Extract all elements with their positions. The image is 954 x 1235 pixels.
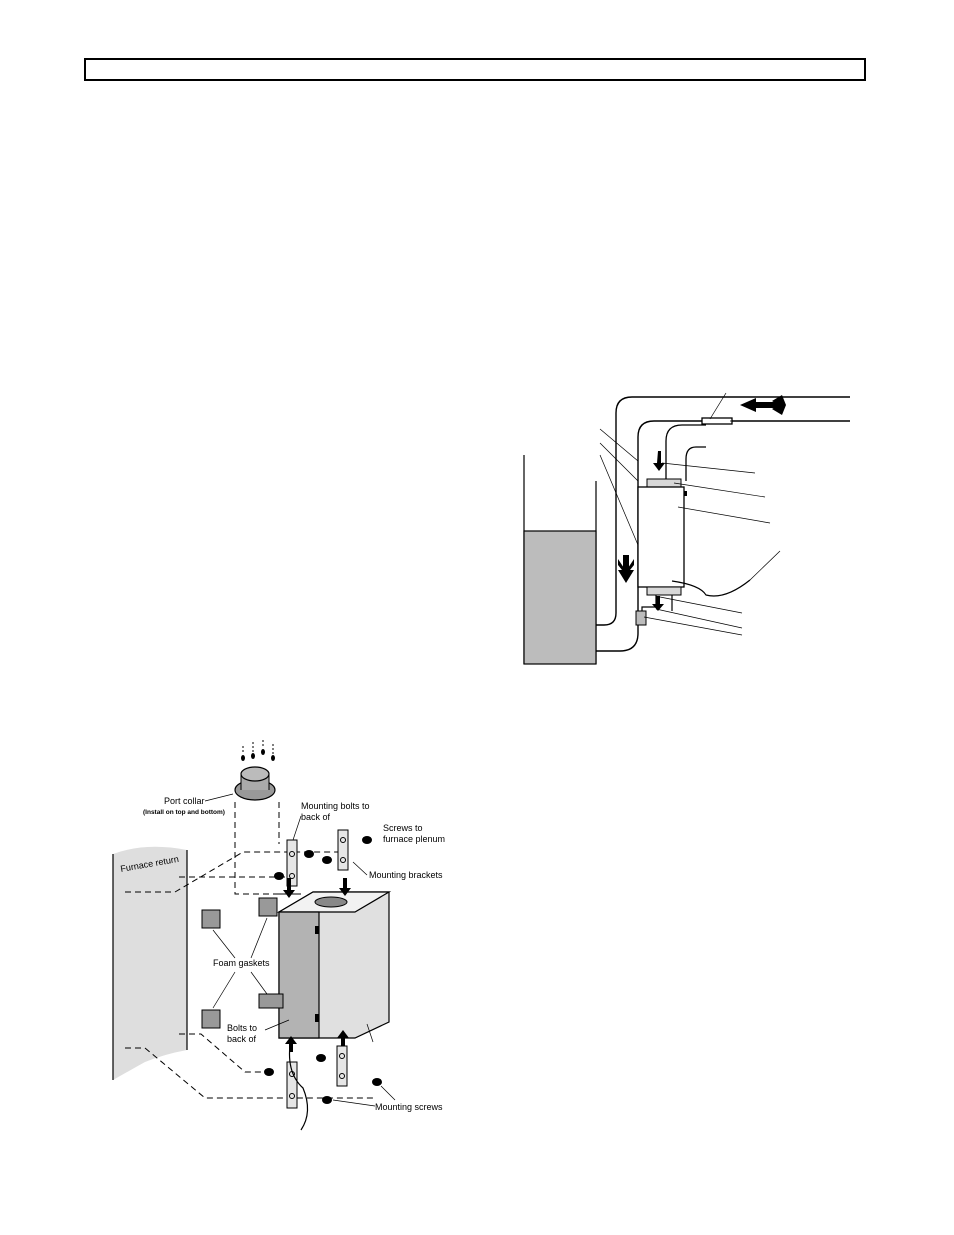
screws-label-2: furnace plenum <box>383 834 445 844</box>
airflow-arrow-inlet <box>740 395 786 415</box>
mounting-bolts-leader <box>292 815 302 841</box>
return-duct <box>596 396 850 652</box>
mounting-screws-leaders <box>332 1085 396 1107</box>
install-diagram: Furnace return Port collar (Install on t… <box>112 740 445 1131</box>
collar-screws <box>241 740 275 761</box>
bolts-leader <box>264 1019 290 1031</box>
mounting-brackets-label: Mounting brackets <box>369 870 443 880</box>
bolts-label-1: Bolts to <box>227 1023 257 1033</box>
foam-gaskets <box>201 897 284 1029</box>
airflow-arrow-drain <box>652 596 664 611</box>
unit-cabinet <box>276 891 392 1039</box>
power-cord <box>671 579 751 597</box>
unit-body <box>635 478 687 626</box>
airflow-arrow-down <box>618 555 634 583</box>
install-cord <box>288 1037 309 1131</box>
top-brackets <box>286 829 349 887</box>
port-collar-note: (Install on top and bottom) <box>143 809 225 816</box>
screws-label-1: Screws to <box>383 823 423 833</box>
bypass-duct <box>665 417 733 481</box>
bottom-brackets <box>286 1045 348 1109</box>
bolts <box>264 836 382 1104</box>
foam-gaskets-label: Foam gaskets <box>213 958 270 968</box>
bolts-label-2: back of <box>227 1034 257 1044</box>
cabinet-leader <box>366 1023 374 1043</box>
mounting-bolts-label-2: back of <box>301 812 331 822</box>
header-bar <box>84 58 866 81</box>
mounting-screws-label: Mounting screws <box>375 1102 443 1112</box>
duct-diagram <box>523 392 850 665</box>
furnace-return-panel: Furnace return <box>112 846 188 1080</box>
port-collar-leader <box>204 793 234 802</box>
gasket-leaders <box>212 917 268 1009</box>
furnace-cabinet <box>523 455 597 665</box>
callout-lines <box>599 392 850 636</box>
mounting-bolts-label-1: Mounting bolts to <box>301 801 370 811</box>
brackets-leader <box>352 861 368 876</box>
airflow-arrow-bypass <box>653 451 665 471</box>
port-collar-label: Port collar <box>164 796 205 806</box>
assembly-arrows <box>283 878 351 1052</box>
port-collar <box>234 766 276 801</box>
